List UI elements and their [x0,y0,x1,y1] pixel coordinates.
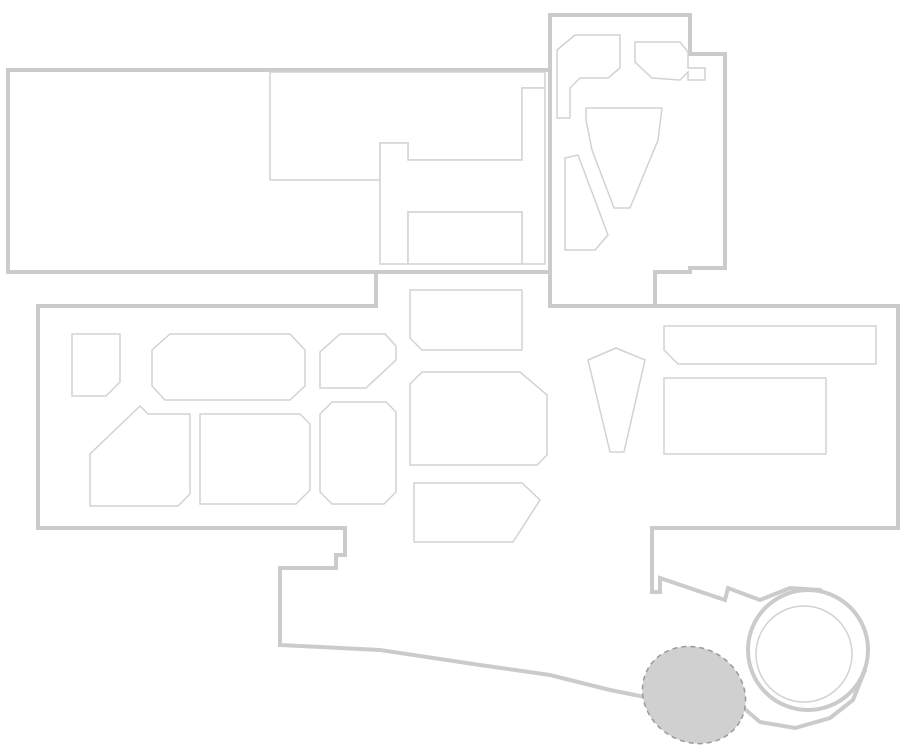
room-left-wide[interactable] [151,333,306,401]
room-lower-left-b[interactable] [199,413,311,505]
room-lower-left-a[interactable] [89,404,191,507]
room-right-triangle[interactable] [587,347,646,453]
rotunda [746,588,870,712]
location-marker[interactable] [625,628,764,751]
room-left-small[interactable] [71,333,121,397]
room-right-long[interactable] [663,325,877,365]
room-middle-top[interactable] [409,289,523,351]
room-upper-right-c[interactable] [585,107,663,209]
rotunda-inner[interactable] [755,605,853,703]
room-middle-bottom[interactable] [413,482,541,543]
room-selected[interactable] [640,112,698,234]
room-lower-left-c[interactable] [319,401,397,505]
room-left-pentagon[interactable] [319,333,397,389]
room-middle-large[interactable] [409,371,548,466]
rooms [71,34,877,712]
room-upper-left-c[interactable] [407,211,523,265]
room-upper-right-a[interactable] [556,34,621,119]
room-right-large[interactable] [663,377,827,455]
room-upper-right-b[interactable] [634,41,706,81]
room-upper-right-d[interactable] [564,154,609,251]
